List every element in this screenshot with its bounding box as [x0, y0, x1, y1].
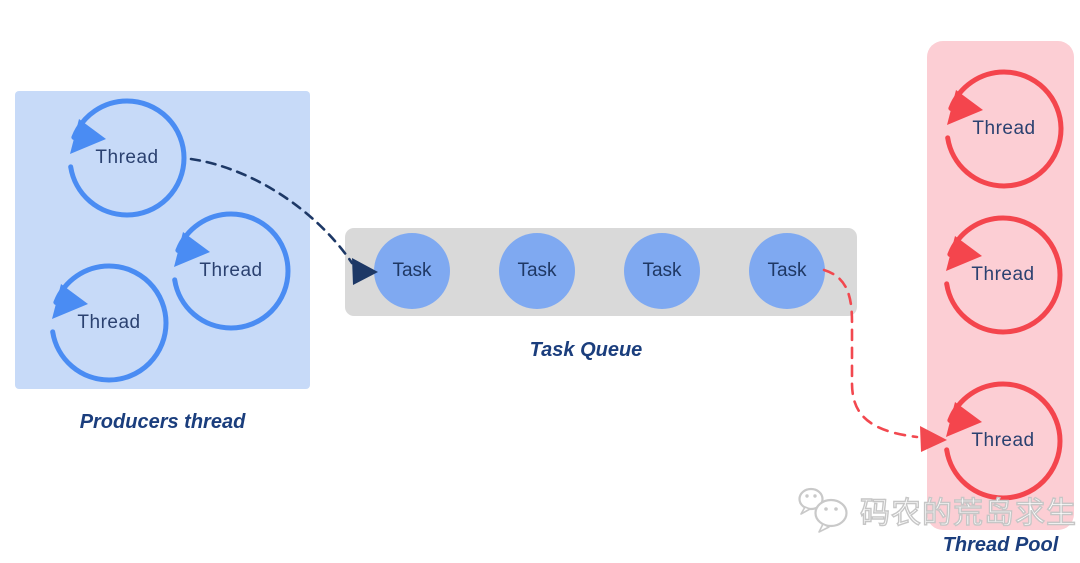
circular-arrow-icon — [943, 215, 1063, 335]
thread-label: Thread — [971, 430, 1035, 451]
thread-label: Thread — [95, 147, 159, 168]
task-label: Task — [392, 260, 432, 281]
circular-arrow-icon — [49, 263, 169, 383]
task-circle: Task — [499, 233, 575, 309]
thread-label: Thread — [972, 118, 1036, 139]
circular-arrow-icon — [67, 98, 187, 218]
task-label: Task — [517, 260, 557, 281]
circular-arrow-icon — [944, 69, 1064, 189]
producer-thread-circle: Thread — [62, 93, 192, 223]
producers-label: Producers thread — [79, 411, 246, 433]
task-label: Task — [642, 260, 682, 281]
thread-pool-label: Thread Pool — [942, 534, 1059, 556]
thread-label: Thread — [971, 264, 1035, 285]
task-queue-label: Task Queue — [529, 339, 643, 361]
task-circle: Task — [624, 233, 700, 309]
producer-thread-circle: Thread — [166, 206, 296, 336]
circular-arrow-icon — [943, 381, 1063, 501]
pool-thread-circle: Thread — [939, 64, 1069, 194]
watermark: 码农的荒岛求生 — [796, 486, 1077, 534]
thread-label: Thread — [77, 312, 141, 333]
pool-thread-circle: Thread — [938, 376, 1068, 506]
producer-thread-circle: Thread — [44, 258, 174, 388]
task-circle: Task — [374, 233, 450, 309]
task-label: Task — [767, 260, 807, 281]
pool-thread-circle: Thread — [938, 210, 1068, 340]
task-circle: Task — [749, 233, 825, 309]
watermark-text: 码农的荒岛求生 — [859, 496, 1077, 530]
thread-label: Thread — [199, 260, 263, 281]
wechat-icon — [798, 487, 848, 533]
